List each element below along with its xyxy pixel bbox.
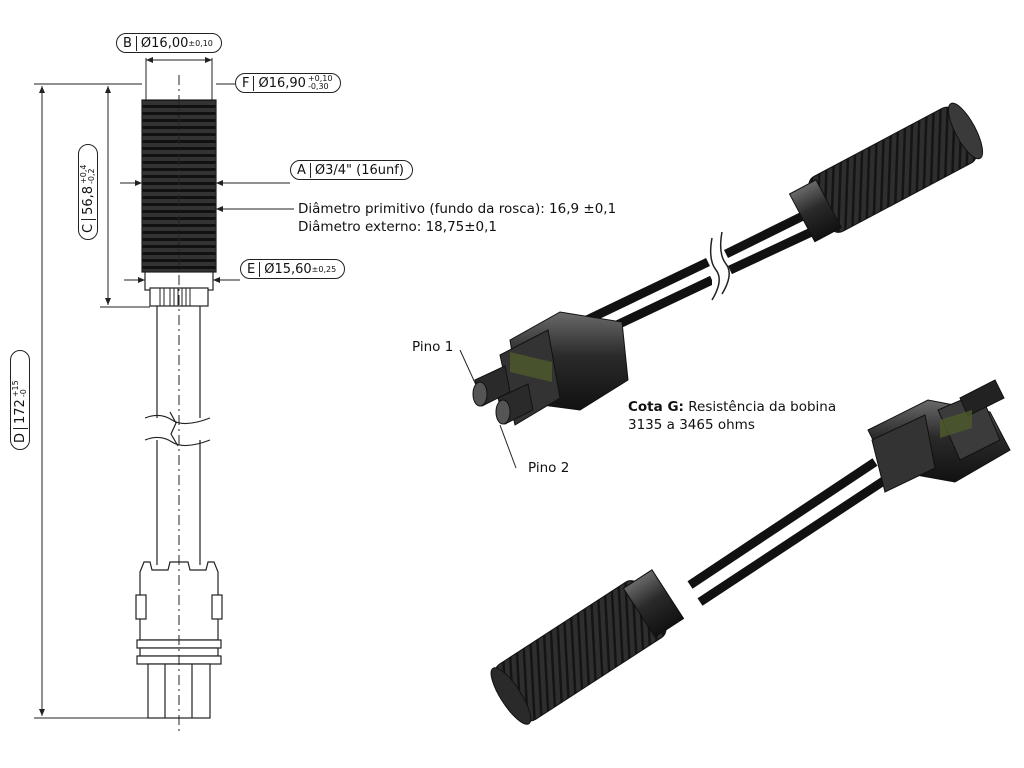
thread-note: Diâmetro primitivo (fundo da rosca): 16,…: [298, 200, 616, 236]
dimension-e-value: Ø15,60: [264, 261, 312, 277]
dimension-b-tol: ±0,10: [188, 38, 213, 48]
dimension-e-tag: E Ø15,60±0,25: [240, 259, 346, 279]
sensor-3d-bottom: [490, 379, 1011, 725]
connector-3d-top: [459, 311, 629, 469]
dimension-b-tag: B Ø16,00±0,10: [116, 33, 222, 53]
dimension-e-tol: ±0,25: [311, 264, 337, 274]
dimension-f-value: Ø16,90: [258, 75, 306, 91]
cota-g-label: Cota G:: [628, 399, 684, 415]
pin2-label: Pino 2: [528, 460, 570, 476]
dimension-e-letter: E: [247, 261, 261, 277]
dimension-c-tol-lower: -0,2: [87, 168, 96, 184]
dimension-f-tag: F Ø16,90 +0,10-0,30: [235, 73, 342, 93]
dimension-c-tag: C 56,8 +0,4-0,2: [78, 144, 98, 240]
dimension-d-tol-lower: -0: [19, 389, 28, 398]
dimension-a-letter: A: [297, 162, 311, 178]
sensor-3d-top: [543, 102, 984, 357]
dimension-lines: [34, 57, 294, 719]
dimension-c-letter: C: [80, 218, 96, 233]
dimension-f-letter: F: [242, 75, 255, 91]
side-view: [135, 75, 223, 735]
thread-note-line2: Diâmetro externo: 18,75±0,1: [298, 219, 498, 235]
dimension-c-value: 56,8: [80, 185, 96, 215]
dimension-a-tag: A Ø3/4" (16unf): [290, 160, 413, 180]
dimension-d-tag: D 172 +15-0: [10, 350, 30, 450]
pin1-label: Pino 1: [412, 339, 454, 355]
cota-g-note: Cota G: Resistência da bobina 3135 a 346…: [628, 398, 836, 434]
dimension-b-value: Ø16,00: [140, 35, 189, 51]
cota-g-text: Resistência da bobina: [688, 399, 837, 415]
cota-g-line2: 3135 a 3465 ohms: [628, 417, 755, 433]
threaded-body: [141, 99, 217, 273]
dimension-f-tol-upper: +0,10: [307, 74, 333, 83]
thread-note-line1: Diâmetro primitivo (fundo da rosca): 16,…: [298, 201, 617, 217]
dimension-d-value: 172: [12, 399, 28, 424]
dimension-b-letter: B: [123, 35, 137, 51]
dimension-f-tol-lower: -0,30: [307, 82, 329, 91]
dimension-a-value: Ø3/4" (16unf): [314, 162, 404, 178]
dimension-d-letter: D: [12, 427, 28, 443]
